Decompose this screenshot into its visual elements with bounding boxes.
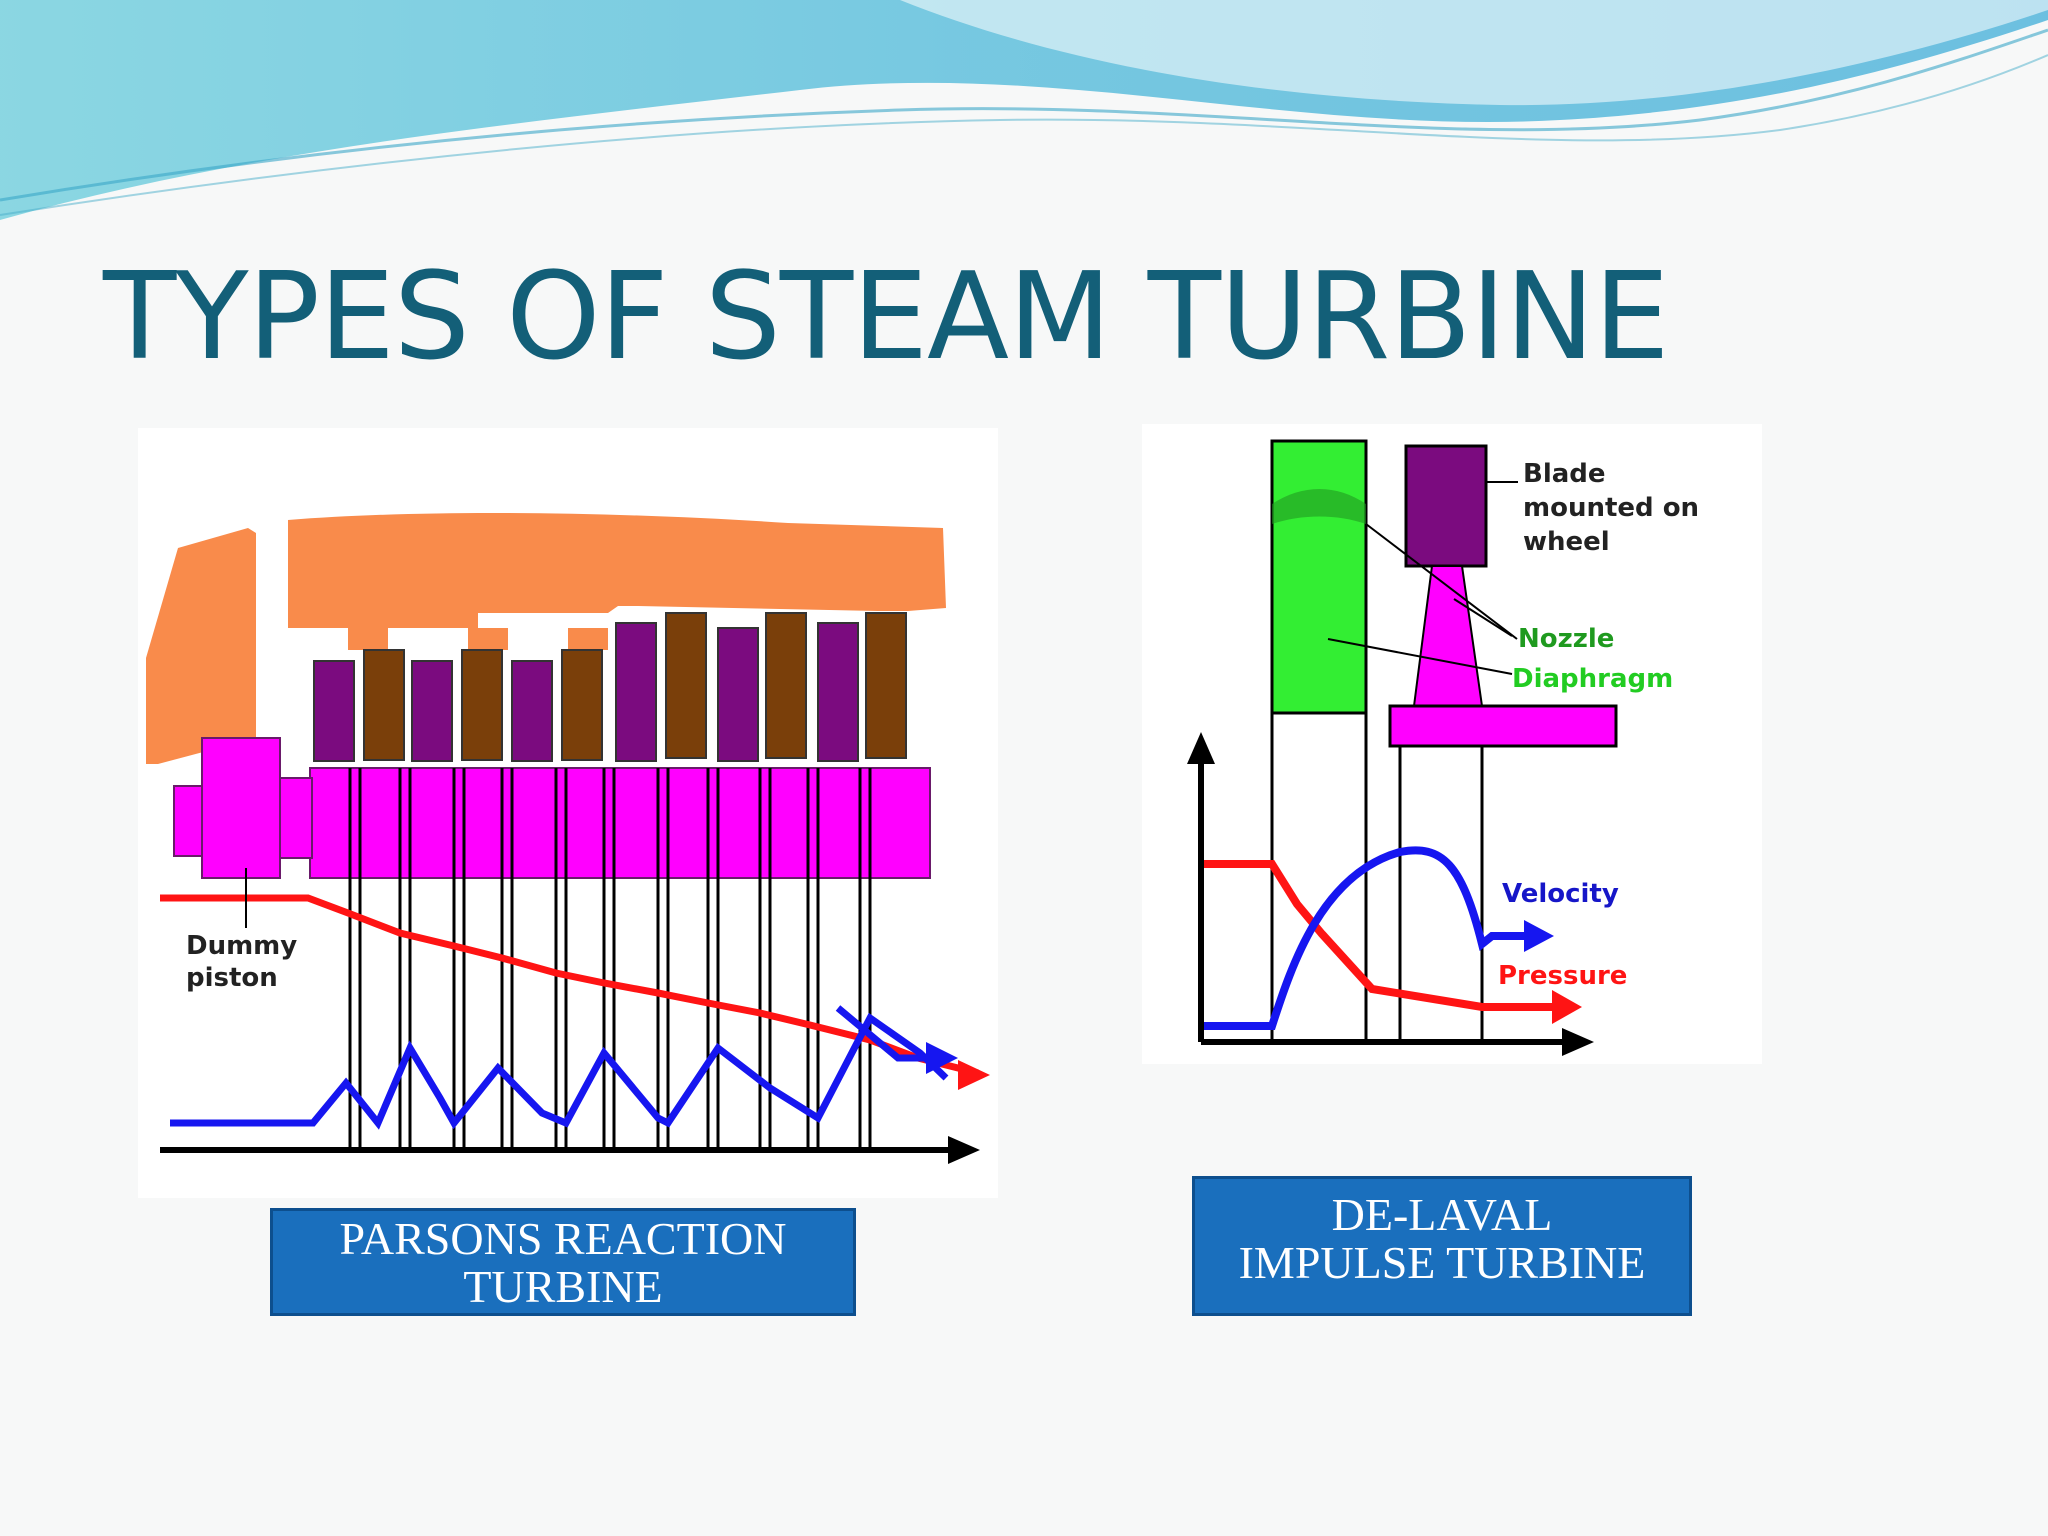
x-axis-arrowhead — [1562, 1028, 1594, 1056]
parsons-caption-line2: TURBINE — [463, 1261, 663, 1313]
velocity-arrowhead — [926, 1042, 958, 1074]
velocity-curve — [1204, 846, 1534, 1030]
label-blade-line3: wheel — [1523, 527, 1610, 557]
pressure-arrowhead — [1552, 990, 1582, 1024]
y-axis-arrowhead — [1187, 732, 1215, 764]
label-pressure: Pressure — [1498, 961, 1627, 991]
fixed-blade — [561, 649, 603, 761]
velocity-curve — [170, 1012, 949, 1130]
fixed-blade — [665, 612, 707, 759]
velocity-arrowhead — [1524, 920, 1554, 952]
label-dummy-piston-line1: Dummy — [186, 931, 297, 961]
label-diaphragm: Diaphragm — [1512, 664, 1673, 694]
fixed-blade — [865, 612, 907, 759]
dummy-piston — [201, 737, 281, 879]
turbine-casing — [146, 528, 256, 764]
moving-blade — [717, 627, 759, 762]
label-blade-line2: mounted on — [1523, 493, 1699, 523]
moving-blade — [817, 622, 859, 762]
blade-row — [313, 612, 907, 762]
delaval-caption: DE-LAVAL IMPULSE TURBINE — [1192, 1176, 1692, 1316]
parsons-turbine-diagram: Dummy piston — [138, 428, 998, 1198]
pressure-arrowhead — [958, 1060, 990, 1090]
nozzle-block — [1270, 439, 1368, 715]
fixed-blade — [461, 649, 503, 761]
blade-mounted-on-wheel — [1404, 444, 1488, 568]
wheel-base — [1388, 704, 1618, 748]
parsons-caption: PARSONS REACTION TURBINE — [270, 1208, 856, 1316]
slide-title: TYPES OF STEAM TURBINE — [103, 248, 1670, 387]
moving-blade — [615, 622, 657, 762]
fixed-blade — [363, 649, 405, 761]
label-velocity: Velocity — [1502, 879, 1619, 909]
delaval-turbine-diagram: Blade mounted on wheel Nozzle Diaphragm … — [1142, 424, 1762, 1064]
label-nozzle: Nozzle — [1518, 624, 1614, 654]
delaval-caption-line1: DE-LAVAL — [1331, 1189, 1553, 1240]
rotor-drum — [309, 767, 931, 879]
pressure-curve — [160, 894, 979, 1077]
label-blade-line1: Blade — [1523, 459, 1606, 489]
delaval-caption-line2: IMPULSE TURBINE — [1238, 1237, 1646, 1289]
label-dummy-piston-line2: piston — [186, 963, 278, 993]
fixed-blade — [765, 612, 807, 759]
pressure-curve — [1204, 860, 1562, 1011]
moving-blade — [511, 660, 553, 762]
moving-blade — [313, 660, 355, 762]
x-axis-arrowhead — [948, 1136, 980, 1164]
turbine-casing-top — [288, 512, 946, 628]
header-wave-decoration — [0, 0, 2048, 220]
parsons-caption-line1: PARSONS REACTION — [339, 1213, 787, 1264]
moving-blade — [411, 660, 453, 762]
